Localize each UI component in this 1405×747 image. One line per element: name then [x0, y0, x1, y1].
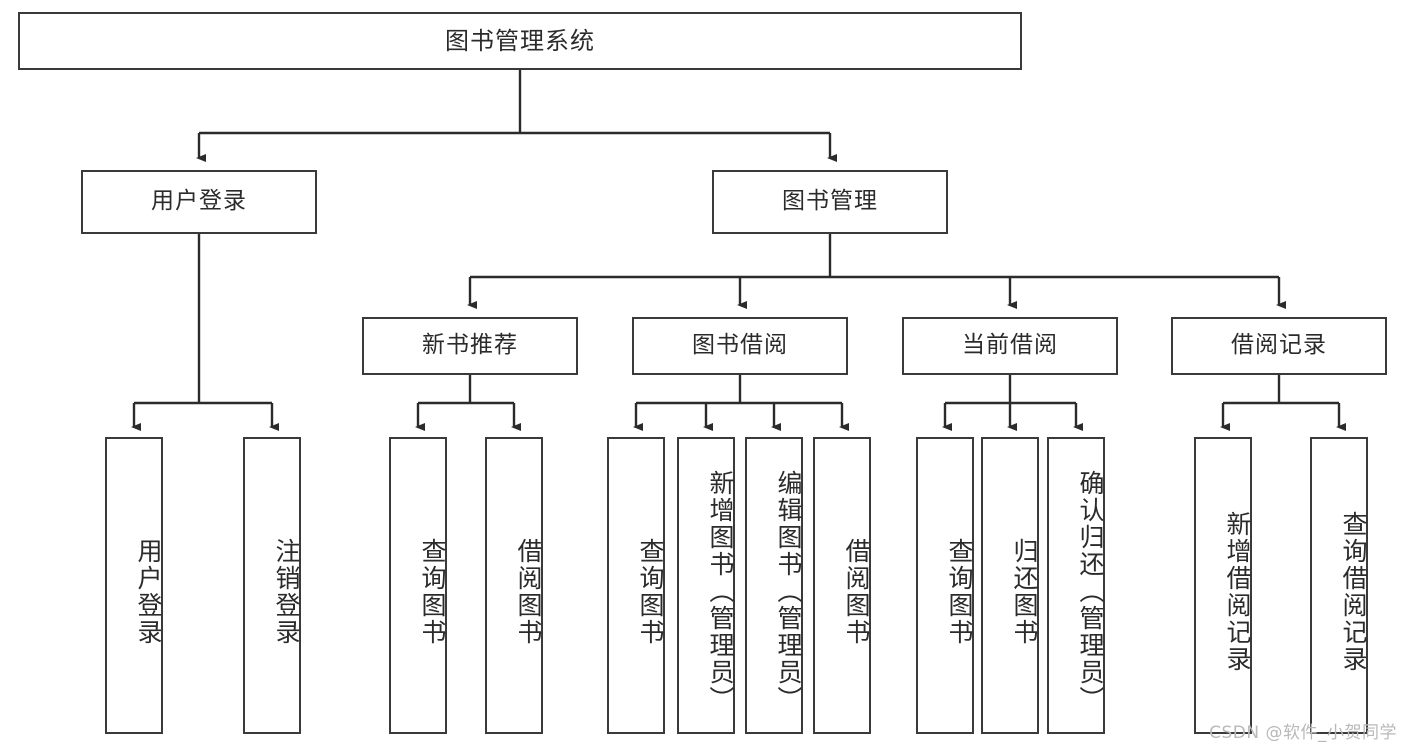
leaf-borrow-record-add[interactable]: 新增借阅记录 — [1194, 437, 1252, 734]
node-label: 查询图书 — [636, 537, 665, 646]
leaf-user-login-login[interactable]: 用户登录 — [105, 437, 163, 734]
node-label: 用户登录 — [151, 188, 247, 215]
node-book-management[interactable]: 图书管理 — [712, 170, 948, 234]
leaf-book-borrow-query[interactable]: 查询图书 — [607, 437, 665, 734]
leaf-new-book-query[interactable]: 查询图书 — [389, 437, 447, 734]
node-label: 当前借阅 — [962, 332, 1058, 359]
leaf-current-borrow-query[interactable]: 查询图书 — [916, 437, 974, 734]
node-label: 注销登录 — [272, 537, 301, 646]
leaf-book-borrow-add[interactable]: 新增图书（管理员） — [677, 437, 735, 734]
node-label: 借阅图书 — [842, 537, 871, 646]
node-label: 图书管理系统 — [445, 26, 595, 55]
node-label: 编辑图书（管理员） — [774, 470, 803, 713]
leaf-borrow-record-query[interactable]: 查询借阅记录 — [1310, 437, 1368, 734]
node-label: 图书管理 — [782, 188, 878, 215]
node-root-book-management-system[interactable]: 图书管理系统 — [18, 12, 1022, 70]
node-label: 新书推荐 — [422, 332, 518, 359]
leaf-user-login-logout[interactable]: 注销登录 — [243, 437, 301, 734]
node-label: 归还图书 — [1010, 537, 1039, 646]
node-label: 用户登录 — [134, 537, 163, 646]
node-label: 新增图书（管理员） — [706, 470, 735, 713]
leaf-current-borrow-confirm-return[interactable]: 确认归还（管理员） — [1047, 437, 1105, 734]
watermark: CSDN @软件_小贺同学 — [1209, 723, 1397, 743]
node-current-borrow[interactable]: 当前借阅 — [902, 317, 1118, 375]
node-borrow-record[interactable]: 借阅记录 — [1171, 317, 1387, 375]
node-label: 借阅图书 — [514, 537, 543, 646]
node-book-borrow[interactable]: 图书借阅 — [632, 317, 848, 375]
leaf-new-book-borrow[interactable]: 借阅图书 — [485, 437, 543, 734]
node-label: 图书借阅 — [692, 332, 788, 359]
node-label: 查询图书 — [418, 537, 447, 646]
node-label: 新增借阅记录 — [1223, 510, 1252, 673]
leaf-current-borrow-return[interactable]: 归还图书 — [981, 437, 1039, 734]
node-new-book-recommend[interactable]: 新书推荐 — [362, 317, 578, 375]
node-label: 借阅记录 — [1231, 332, 1327, 359]
leaf-book-borrow-edit[interactable]: 编辑图书（管理员） — [745, 437, 803, 734]
node-label: 确认归还（管理员） — [1076, 470, 1105, 713]
node-user-login[interactable]: 用户登录 — [81, 170, 317, 234]
node-label: 查询图书 — [945, 537, 974, 646]
node-label: 查询借阅记录 — [1339, 510, 1368, 673]
leaf-book-borrow-borrow[interactable]: 借阅图书 — [813, 437, 871, 734]
